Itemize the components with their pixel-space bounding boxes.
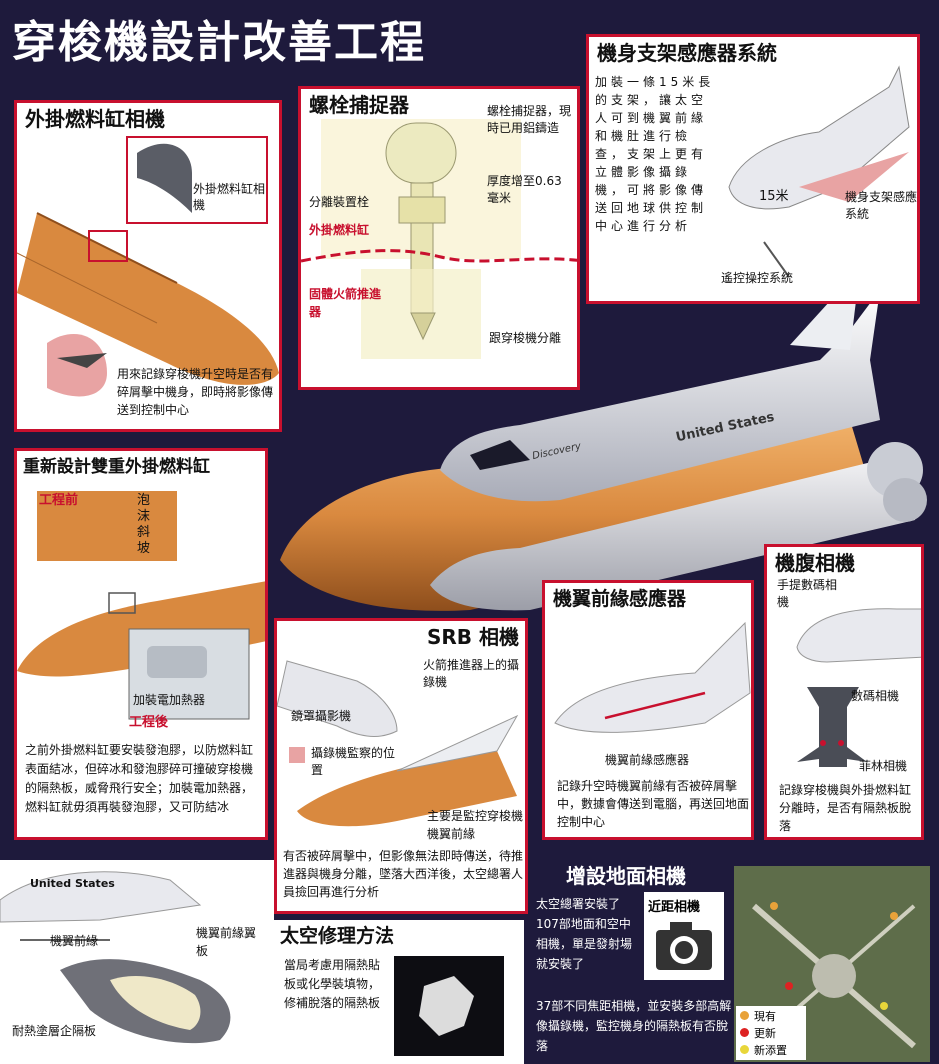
heater-label: 加裝電加熱器 [133,693,206,707]
bolt-catcher-desc2: 厚度增至0.63毫米 [487,174,562,205]
boom-system-label: 機身支架感應系統 [845,190,918,221]
wing-panel: United States 機翼前緣 機翼前緣翼板 耐熱塗層企隔板 [0,860,274,1064]
wing-panel-label: United States [30,877,115,890]
bolt-catcher-panel: 螺栓捕捉器 螺栓捕捉器，現時已用鋁鑄造 厚度增至0.63毫米 分離裝置栓 外掛燃… [298,86,580,390]
srb-camera-art [277,660,519,827]
legend-updated-dot [740,1028,749,1037]
foam-ramp-label: 泡沫斜坡 [137,493,151,556]
srb-desc-a: 主要是監控穿梭機機翼前緣 [427,809,524,841]
panel-title: 機腹相機 [775,551,855,575]
redesign-tank-art [17,491,265,720]
panel-title: 重新設計雙重外掛燃料缸 [23,457,210,477]
wing-panel-art [0,871,231,1044]
ground-desc-a: 太空總署安裝了107部地面和空中相機，單是發射場就安裝了 [536,897,633,971]
srb-shape [430,455,915,611]
tank-camera-art [17,136,279,397]
ground-camera-panel: 增設地面相機 近距相機 太空總署安裝了107部地面和空中相機，單是發射場就安裝了… [530,860,939,1064]
bolt-catcher-desc1: 螺栓捕捉器，現時已用鋁鑄造 [487,104,572,135]
panel-title: 增設地面相機 [566,864,686,888]
legend-existing: 現有 [754,1010,776,1023]
main-title: 穿梭機設計改善工程 [12,17,426,68]
map-legend: 現有 更新 新添置 [736,1006,806,1060]
panel-title: 太空修理方法 [280,925,395,947]
space-repair-panel: 太空修理方法 當局考慮用隔熱貼板或化學裝填物，修補脫落的隔熱板 [274,920,524,1064]
belly-camera-desc: 記錄穿梭機與外掛燃料缸分離時，是否有隔熱板脫落 [779,783,912,833]
boom-length-label: 15米 [759,189,789,204]
srb-label: 固體火箭推進器 [309,287,382,319]
panel-title: SRB 相機 [427,625,520,649]
boom-sensor-panel: 機身支架感應器系統 加裝一條15米長的支架，讓太空人可到機翼前緣和機肚進行檢查，… [586,34,920,304]
after-label: 工程後 [129,715,169,730]
tank-camera-panel: 外掛燃料缸相機 外掛燃料缸相機 用來記錄穿梭機升空時是否有碎屑擊中機身，即時將影… [14,100,282,432]
legend-existing-dot [740,1011,749,1020]
close-range-label: 近距相機 [648,900,701,915]
astronaut-icon [419,976,474,1036]
bolt-catcher-art [301,119,577,359]
rocket-cam-label: 火箭推進器上的攝錄機 [423,658,520,689]
orbiter-body-shape [440,290,880,502]
panel-title: 機身支架感應器系統 [597,41,777,65]
panel-title: 外掛燃料缸相機 [25,107,165,131]
astronaut-photo [394,956,504,1056]
boom-sensor-desc: 加裝一條15米長的支架，讓太空人可到機翼前緣和機肚進行檢查，支架上更有立體影像攝… [595,75,715,233]
wing-sensor-art [554,621,751,733]
before-label: 工程前 [39,493,79,508]
tank-camera-caption: 用來記錄穿梭機升空時是否有碎屑擊中機身，即時將影像傳送到控制中心 [117,367,274,417]
cover-label: 鏡罩攝影機 [291,709,352,723]
srb-legend-label: 攝錄機監察的位置 [311,746,396,777]
redesign-tank-panel: 重新設計雙重外掛燃料缸 工程前 泡沫斜坡 加裝電加熱器 工程後 之前外掛燃料缸要… [14,448,268,840]
handheld-camera-label: 手提數碼相機 [777,578,838,609]
wing-sensor-panel: 機翼前緣感應器 機翼前緣感應器 記錄升空時機翼前緣有否被碎屑擊中，數據會傳送到電… [542,580,754,840]
belly-camera-art [796,608,921,767]
redesign-tank-desc: 之前外掛燃料缸要安裝發泡膠，以防燃料缸表面結冰，但碎冰和發泡膠碎可撞破穿梭機的隔… [25,743,254,814]
film-camera-label: 菲林相機 [859,759,908,773]
engine-nozzle [883,478,927,522]
coating-label: 耐熱塗層企隔板 [12,1024,97,1038]
separation-label: 跟穿梭機分離 [489,331,562,345]
wing-sensor-desc: 記錄升空時機翼前緣有否被碎屑擊中，數據會傳送到電腦，再送回地面控制中心 [557,779,750,829]
launch-site-map: 現有 更新 新添置 [734,866,930,1062]
leading-edge-label: 機翼前緣 [50,934,99,948]
srb-camera-panel: SRB 相機 火箭推進器上的攝錄機 鏡罩攝影機 攝錄機監察的位置 主要是監控穿梭… [274,618,528,914]
external-tank-label: 外掛燃料缸 [309,223,370,237]
wing-plate-label: 機翼前緣翼板 [196,926,257,958]
ground-desc-b: 37部不同焦距相機，並安裝多部高解像攝錄機，監控機身的隔熱板有否脫落 [536,999,732,1053]
separation-device-label: 分離裝置栓 [309,195,370,209]
camera-icon [656,922,712,970]
panel-title: 螺栓捕捉器 [309,93,409,117]
tank-camera-inset-label: 外掛燃料缸相機 [193,182,266,212]
digital-camera-label: 數碼相機 [851,689,900,703]
wing-sensor-label: 機翼前緣感應器 [605,753,690,767]
legend-updated: 更新 [754,1027,776,1040]
legend-new: 新添置 [754,1044,787,1057]
panel-title: 機翼前緣感應器 [553,588,687,610]
remote-arm-label: 遙控操控系統 [721,271,794,285]
space-repair-desc: 當局考慮用隔熱貼板或化學裝填物，修補脫落的隔熱板 [284,958,381,1010]
orbiter-cockpit-shape [470,440,530,470]
legend-new-dot [740,1045,749,1054]
external-tank-shape [280,420,880,611]
belly-camera-panel: 機腹相機 手提數碼相機 數碼相機 菲林相機 記錄穿梭機與外掛燃料缸分離時，是否有… [764,544,924,840]
boom-sensor-art [728,65,910,278]
srb-desc-b: 有否被碎屑擊中，但影像無法即時傳送，待推進器與機身分離，墜落大西洋後，太空總署人… [283,849,524,899]
close-range-box: 近距相機 [644,892,724,980]
